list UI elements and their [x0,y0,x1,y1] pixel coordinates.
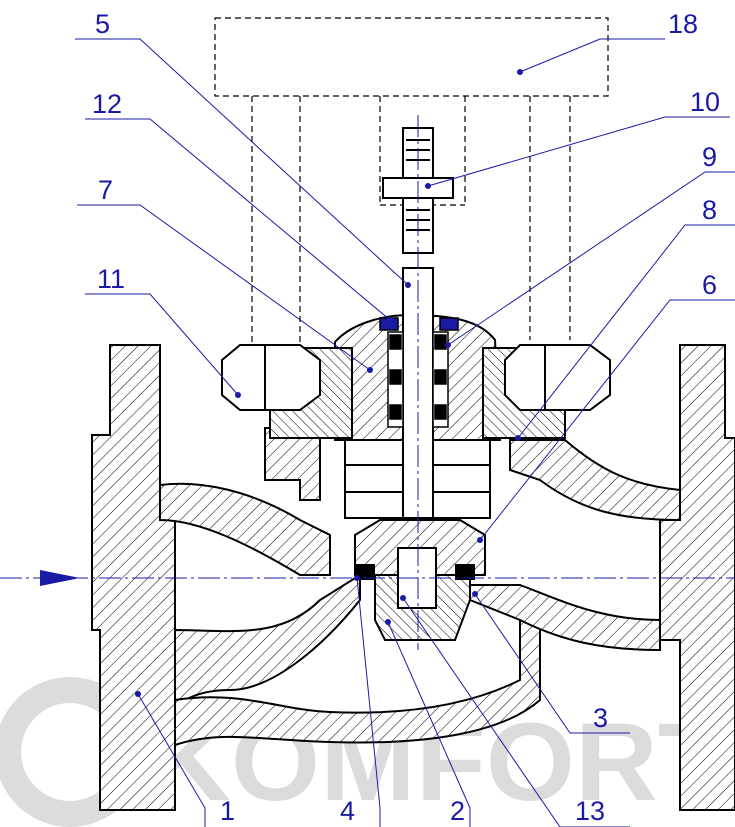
leader-lines [75,38,735,827]
leader-dots [135,69,523,697]
callout-1: 1 [220,796,235,826]
callout-11: 11 [97,264,125,294]
callout-5: 5 [95,9,110,39]
callout-2: 2 [450,796,465,826]
flow-arrow-icon [40,570,80,586]
callout-8: 8 [702,195,717,225]
packing [379,317,459,428]
callout-3: 3 [593,703,608,733]
callout-9: 9 [702,142,717,172]
callout-7: 7 [98,175,113,205]
yoke-nuts [221,344,611,411]
valve-body [91,344,735,811]
centerlines [0,115,735,650]
callout-4: 4 [340,796,355,826]
callout-13: 13 [575,796,605,826]
callout-12: 12 [92,89,122,119]
callout-18: 18 [668,9,698,39]
actuator-outline [214,17,609,352]
callout-6: 6 [702,270,717,300]
callout-labels: 5 12 7 11 18 10 9 8 6 3 1 4 2 13 [92,9,720,826]
callout-10: 10 [690,87,720,117]
